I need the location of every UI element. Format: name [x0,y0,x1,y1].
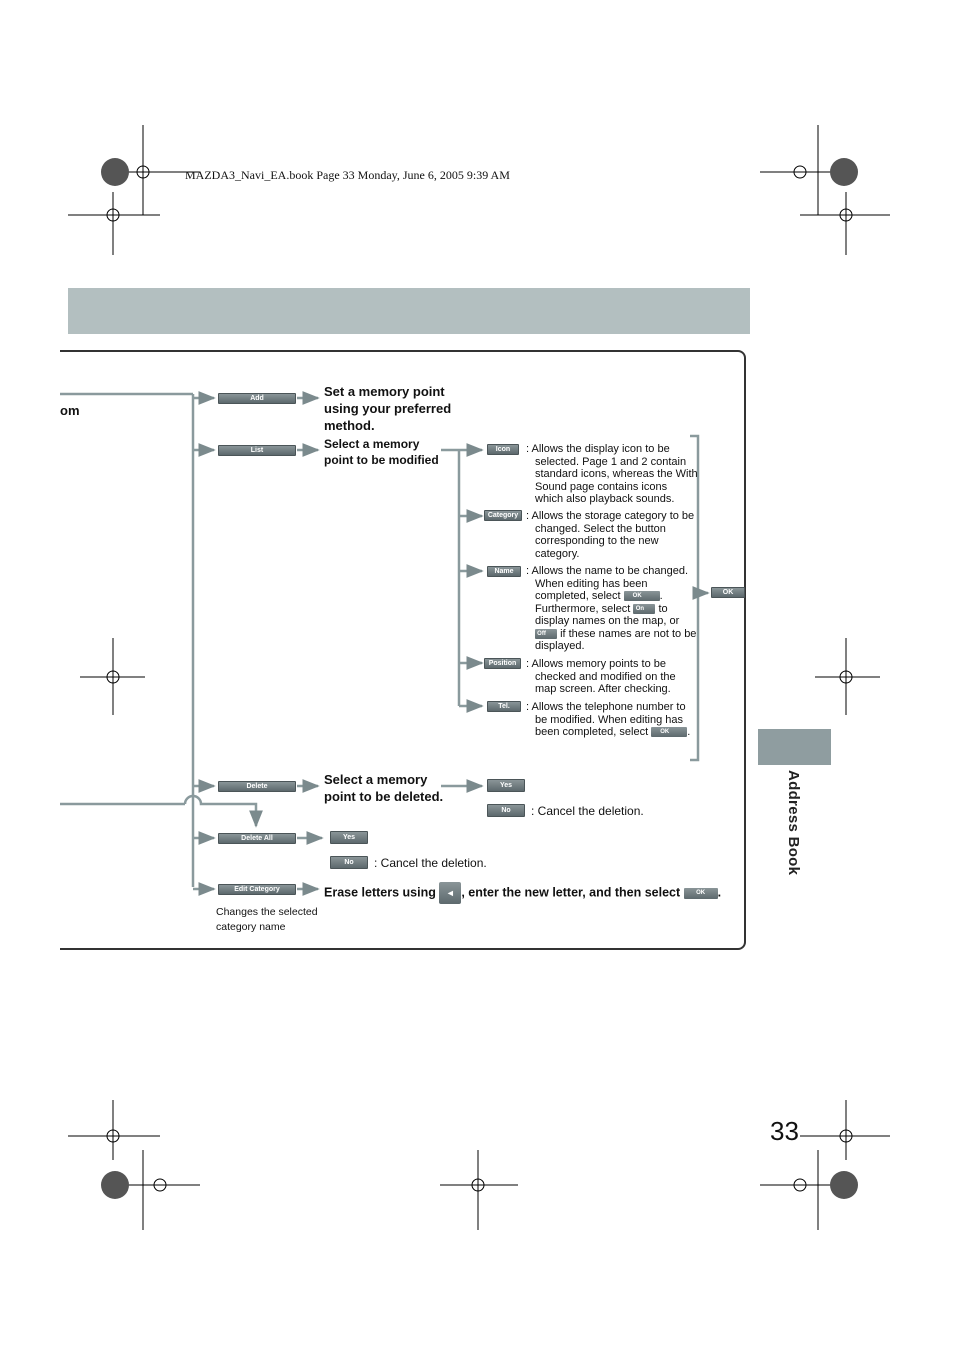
name-on-inline: On [633,603,656,614]
delete-yes-button[interactable]: Yes [487,779,525,792]
add-button[interactable]: Add [218,393,296,404]
tel-ok-inline: OK [651,727,688,738]
delete-cancel-text: : Cancel the deletion. [531,804,644,818]
position-button[interactable]: Position [484,658,521,669]
name-ok-inline: OK [623,591,660,602]
list-button[interactable]: List [218,445,296,456]
add-description: Set a memory point using your preferred … [324,384,452,433]
erase-text-3: . [717,885,722,900]
side-tab-label: Address Book [785,770,802,876]
delete-all-button[interactable]: Delete All [218,833,296,844]
page-number: 33 [770,1116,799,1146]
tel-desc-2: . [687,726,691,738]
edit-category-button[interactable]: Edit Category [218,884,296,895]
backspace-icon[interactable]: ◄ [439,882,462,904]
erase-text-1: Erase letters using [324,885,436,900]
book-info: MAZDA3_Navi_EA.book Page 33 Monday, June… [185,168,510,182]
delete-all-yes-button[interactable]: Yes [330,831,368,844]
position-description: : Allows memory points to be checked and… [526,658,698,696]
delete-button[interactable]: Delete [218,781,296,792]
delete-description: Select a memory point to be deleted. [324,772,444,804]
list-description: Select a memory point to be modified [324,437,439,467]
name-desc-block: : Allows the name to be changed. When ed… [526,565,698,653]
tel-desc-1: : Allows the telephone number to be modi… [526,701,686,738]
name-desc-4: if these names are not to be displayed. [535,627,697,653]
name-desc-3: to display names on the map, or [535,602,680,628]
header-bar [68,288,750,334]
category-description: : Allows the storage category to be chan… [526,510,698,560]
delete-all-cancel-text: : Cancel the deletion. [374,856,487,870]
ok-button-final[interactable]: OK [683,887,718,899]
name-off-inline: Off [535,628,557,639]
erase-instruction: Erase letters using ◄, enter the new let… [324,882,721,904]
erase-text-2: , enter the new letter, and then select [461,885,681,900]
name-desc-2: . Furthermore, select [535,590,663,615]
edit-category-note: Changes the selected category name [216,906,318,933]
tel-button[interactable]: Tel. [487,701,521,712]
tel-description: : Allows the telephone number to be modi… [526,701,698,739]
category-desc-text: : Allows the storage category to be chan… [526,510,695,560]
icon-description: : Allows the display icon to be selected… [526,443,698,506]
delete-all-no-button[interactable]: No [330,856,368,869]
tel-desc-block: : Allows the telephone number to be modi… [526,701,698,739]
icon-desc-text: : Allows the display icon to be selected… [526,443,698,505]
side-tab [758,729,831,765]
icon-button[interactable]: Icon [487,444,519,455]
name-desc-1: : Allows the name to be changed. When ed… [526,565,689,602]
name-button[interactable]: Name [487,566,521,577]
delete-no-button[interactable]: No [487,804,525,817]
category-button[interactable]: Category [484,510,522,521]
position-desc-text: : Allows memory points to be checked and… [526,658,676,695]
ok-button-right[interactable]: OK [711,587,745,598]
name-description: : Allows the name to be changed. When ed… [526,565,698,653]
left-fragment: om [60,403,80,418]
diagram-frame [60,350,746,950]
